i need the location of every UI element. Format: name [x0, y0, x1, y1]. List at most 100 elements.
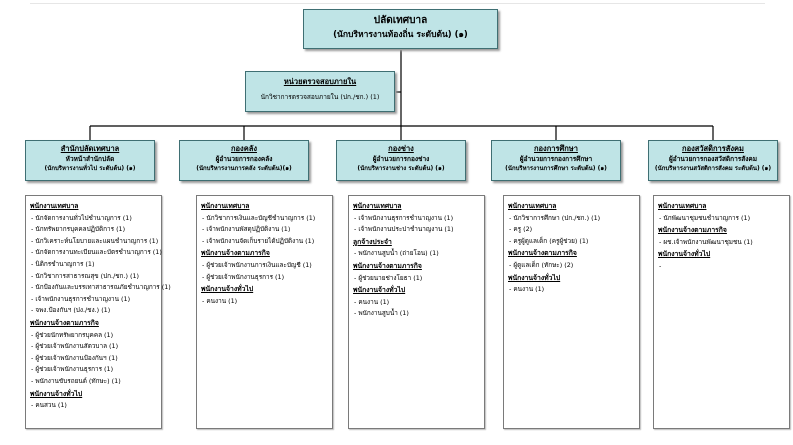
- staff-group-title: พนักงานเทศบาล: [658, 202, 707, 210]
- staff-group: พนักงานจ้างตามภารกิจ - ผช.เจ้าพนักงานพัฒน…: [658, 225, 786, 248]
- staff-position: - ผู้ช่วยเจ้าพนักงานสัตวบาล (1): [31, 342, 119, 351]
- staff-group-title: พนักงานจ้างทั่วไป: [30, 389, 83, 398]
- staff-position: - นักจัดการงานทั่วไปชำนาญการ (1): [31, 213, 132, 222]
- staff-position: - ผช.เจ้าพนักงานพัฒนาชุมชน (1): [659, 237, 753, 246]
- top-divider: [30, 3, 765, 4]
- audit-box: หน่วยตรวจสอบภายใน นักวิชาการตรวจสอบภายใน…: [245, 71, 395, 112]
- staff-box: พนักงานเทศบาล - เจ้าพนักงานธุรการชำนาญงาน…: [348, 195, 485, 429]
- staff-group: พนักงานจ้างตามภารกิจ - ผู้ช่วยเจ้าพนักงาน…: [201, 248, 329, 283]
- staff-group: พนักงานจ้างทั่วไป - คนงาน (1): [508, 273, 636, 296]
- staff-position: - เจ้าพนักงานประปาชำนาญงาน (1): [354, 225, 454, 234]
- staff-position: - พนักงานสูบน้ำ (ถ่ายโอน) (1): [354, 249, 439, 258]
- department-rank: (นักบริหารงานช่าง ระดับต้น) (๑): [357, 165, 445, 172]
- staff-group-title: พนักงานจ้างตามภารกิจ: [201, 249, 270, 258]
- department-rank: (นักบริหารงานสวัสดิการสังคม ระดับต้น) (๑…: [654, 165, 772, 172]
- staff-group: พนักงานเทศบาล - นักพัฒนาชุมชนชำนาญการ (1): [658, 201, 786, 224]
- department-box: สำนักปลัดเทศบาลหัวหน้าสำนักปลัด (นักบริหา…: [25, 140, 155, 181]
- staff-position: - ผู้ช่วยเจ้าพนักงานป้องกันฯ (1): [31, 353, 118, 362]
- staff-position: -: [659, 261, 662, 270]
- staff-position: - ผู้ช่วยเจ้าพนักงานธุรการ (1): [202, 272, 285, 281]
- staff-group-title: พนักงานจ้างตามภารกิจ: [508, 249, 577, 258]
- chief-box: ปลัดเทศบาล (นักบริหารงานท้องถิ่น ระดับต้…: [303, 9, 498, 49]
- staff-group-title: พนักงานจ้างทั่วไป: [508, 273, 561, 282]
- staff-position: - ผู้ช่วยนายช่างโยธา (1): [354, 273, 423, 282]
- staff-position: - ครู (2): [509, 225, 533, 234]
- staff-position: - นักวิชาการศึกษา (ปก./ชก.) (1): [509, 213, 601, 222]
- staff-box: พนักงานเทศบาล - นักวิชาการศึกษา (ปก./ชก.)…: [503, 195, 640, 429]
- staff-position: - นิติกรชำนาญการ (1): [31, 259, 95, 268]
- staff-group: พนักงานจ้างทั่วไป - คนสวน (1): [30, 389, 158, 412]
- staff-group-title: พนักงานจ้างทั่วไป: [201, 285, 254, 294]
- staff-group-title: พนักงานจ้างตามภารกิจ: [658, 226, 727, 235]
- staff-position: - นักทรัพยากรบุคคลปฏิบัติการ (1): [31, 225, 126, 234]
- audit-title: หน่วยตรวจสอบภายใน: [283, 77, 357, 86]
- staff-position: - ผู้ช่วยนักทรัพยากรบุคคล (1): [31, 330, 114, 339]
- department-head: ผู้อำนวยการกองช่าง: [372, 155, 430, 163]
- staff-position: - เจ้าพนักงานจัดเก็บรายได้ปฏิบัติงาน (1): [202, 236, 315, 245]
- staff-position: - ผู้ดูแลเด็ก (ทักษะ) (2): [509, 260, 574, 269]
- staff-group: พนักงานจ้างทั่วไป - คนงาน (1) - พนักงานสูบ…: [353, 285, 481, 320]
- staff-group-title: พนักงานจ้างตามภารกิจ: [353, 261, 422, 270]
- staff-group: พนักงานเทศบาล - นักวิชาการเงินและบัญชีชำน…: [201, 201, 329, 247]
- department-name: สำนักปลัดเทศบาล: [60, 144, 120, 153]
- staff-group: พนักงานเทศบาล - นักจัดการงานทั่วไปชำนาญกา…: [30, 201, 171, 317]
- staff-group: พนักงานจ้างทั่วไป - คนงาน (1): [201, 284, 329, 307]
- department-name: กองคลัง: [231, 144, 257, 153]
- staff-position: - นักวิชาการเงินและบัญชีชำนาญการ (1): [202, 213, 316, 222]
- staff-position: - พนักงานสูบน้ำ (1): [354, 309, 409, 318]
- staff-position: - เจ้าพนักงานพัสดุปฏิบัติงาน (1): [202, 225, 291, 234]
- chief-subtitle: (นักบริหารงานท้องถิ่น ระดับต้น) (๑): [333, 30, 468, 40]
- staff-group: พนักงานเทศบาล - เจ้าพนักงานธุรการชำนาญงาน…: [353, 201, 481, 236]
- department-rank: (นักบริหารงานการศึกษา ระดับต้น) (๑): [505, 165, 607, 172]
- staff-group-title: พนักงานจ้างทั่วไป: [353, 286, 406, 295]
- staff-position: - ผู้ช่วยเจ้าพนักงานธุรการ (1): [31, 365, 114, 374]
- staff-group: พนักงานจ้างตามภารกิจ - ผู้ช่วยนายช่างโยธา…: [353, 261, 481, 284]
- department-name: กองช่าง: [388, 144, 414, 153]
- staff-group: พนักงานจ้างตามภารกิจ - ผู้ดูแลเด็ก (ทักษะ…: [508, 248, 636, 271]
- staff-box: พนักงานเทศบาล - นักพัฒนาชุมชนชำนาญการ (1)…: [653, 195, 790, 429]
- department-head: ผู้อำนวยการกองการศึกษา: [519, 155, 593, 163]
- staff-position: - นักวิชาการสาธารณสุข (ปก./ชก.) (1): [31, 271, 140, 280]
- chief-title: ปลัดเทศบาล: [373, 15, 428, 26]
- department-head: หัวหน้าสำนักปลัด: [65, 155, 115, 163]
- staff-position: - นักป้องกันและบรรเทาสาธารณภัยชำนาญการ (…: [31, 283, 171, 292]
- department-box: กองคลังผู้อำนวยการกองคลัง (นักบริหารงานกา…: [179, 140, 309, 181]
- department-box: กองช่างผู้อำนวยการกองช่าง (นักบริหารงานช่…: [336, 140, 466, 181]
- staff-box: พนักงานเทศบาล - นักวิชาการเงินและบัญชีชำน…: [196, 195, 333, 429]
- staff-group-title: พนักงานเทศบาล: [353, 202, 402, 210]
- department-head: ผู้อำนวยการกองสวัสดิการสังคม: [668, 155, 757, 163]
- staff-position: - ผู้ช่วยเจ้าพนักงานการเงินและบัญชี (1): [202, 260, 312, 269]
- department-name: กองการศึกษา: [534, 144, 578, 153]
- staff-position: - จพง.ป้องกันฯ (ปง./ชง.) (1): [31, 306, 111, 315]
- staff-group-title: พนักงานเทศบาล: [30, 202, 79, 210]
- staff-position: - เจ้าพนักงานธุรการชำนาญงาน (1): [31, 294, 131, 303]
- staff-group-title: พนักงานจ้างทั่วไป: [658, 250, 711, 259]
- staff-position: - คนงาน (1): [354, 297, 390, 306]
- department-head: ผู้อำนวยการกองคลัง: [215, 155, 273, 163]
- audit-position: นักวิชาการตรวจสอบภายใน (ปก./ชก.) (1): [260, 93, 380, 101]
- staff-position: - คนสวน (1): [31, 401, 67, 410]
- department-box: กองสวัสดิการสังคมผู้อำนวยการกองสวัสดิการ…: [648, 140, 778, 181]
- staff-group-title: พนักงานเทศบาล: [508, 202, 557, 210]
- staff-position: - นักจัดการงานทะเบียนและบัตรชำนาญการ (1): [31, 248, 162, 257]
- department-rank: (นักบริหารงานการคลัง ระดับต้น)(๑): [196, 165, 292, 172]
- staff-box: พนักงานเทศบาล - นักจัดการงานทั่วไปชำนาญกา…: [25, 195, 171, 429]
- staff-group: พนักงานจ้างทั่วไป -: [658, 249, 786, 272]
- staff-position: - พนักงานขับรถยนต์ (ทักษะ) (1): [31, 376, 121, 385]
- staff-group-title: พนักงานเทศบาล: [201, 202, 250, 210]
- department-name: กองสวัสดิการสังคม: [682, 144, 744, 153]
- staff-group-title: ลูกจ้างประจำ: [353, 237, 392, 246]
- staff-group-title: พนักงานจ้างตามภารกิจ: [30, 318, 99, 327]
- staff-position: - นักวิเคราะห์นโยบายและแผนชำนาญการ (1): [31, 236, 159, 245]
- staff-position: - นักพัฒนาชุมชนชำนาญการ (1): [659, 213, 751, 222]
- department-rank: (นักบริหารงานทั่วไป ระดับต้น) (๑): [44, 165, 136, 172]
- staff-position: - เจ้าพนักงานธุรการชำนาญงาน (1): [354, 213, 454, 222]
- staff-position: - คนงาน (1): [509, 285, 545, 294]
- staff-group: พนักงานจ้างตามภารกิจ - ผู้ช่วยนักทรัพยากร…: [30, 318, 158, 388]
- staff-group: ลูกจ้างประจำ - พนักงานสูบน้ำ (ถ่ายโอน) (1…: [353, 237, 481, 260]
- staff-position: - คนงาน (1): [202, 296, 238, 305]
- staff-position: - ครูผู้ดูแลเด็ก (ครูผู้ช่วย) (1): [509, 236, 589, 245]
- department-box: กองการศึกษาผู้อำนวยการกองการศึกษา (นักบริ…: [491, 140, 621, 181]
- staff-group: พนักงานเทศบาล - นักวิชาการศึกษา (ปก./ชก.)…: [508, 201, 636, 247]
